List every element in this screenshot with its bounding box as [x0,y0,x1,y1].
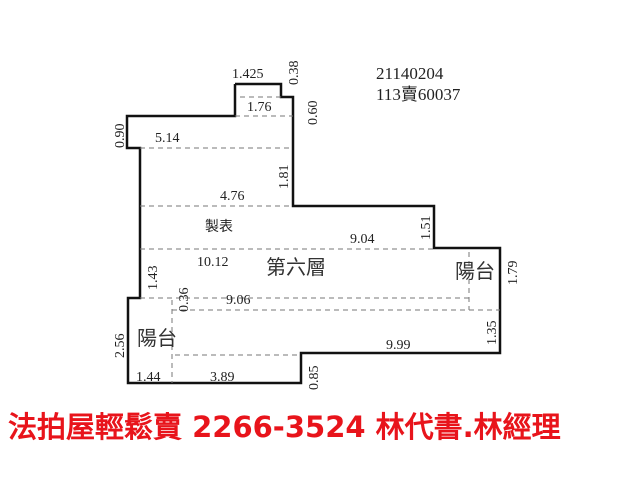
svg-text:10.12: 10.12 [197,255,229,270]
svg-text:1.51: 1.51 [419,216,434,241]
dimension-labels: 1.425 0.38 1.76 0.60 0.90 5.14 1.81 4.76… [113,61,521,391]
case-number: 113賣60037 [376,85,461,104]
svg-text:9.06: 9.06 [226,293,251,308]
balcony-label-right: 陽台 [455,259,495,283]
svg-text:1.425: 1.425 [232,67,264,82]
maker-label: 製表 [205,219,233,235]
building-outline [125,82,502,385]
svg-text:0.60: 0.60 [306,101,321,126]
svg-text:1.43: 1.43 [146,266,161,291]
svg-text:1.76: 1.76 [247,100,272,115]
document-code: 21140204 [376,64,444,83]
svg-text:4.76: 4.76 [220,189,245,204]
balcony-label-left: 陽台 [137,326,177,350]
svg-text:5.14: 5.14 [155,131,180,146]
svg-text:0.85: 0.85 [307,366,322,391]
svg-text:0.90: 0.90 [113,124,128,149]
watermark-text: 法拍屋輕鬆賣 2266-3524 林代書.林經理 [8,410,561,444]
svg-text:1.44: 1.44 [136,370,161,385]
floor-label: 第六層 [266,255,326,279]
svg-text:1.35: 1.35 [485,321,500,346]
svg-text:9.99: 9.99 [386,338,411,353]
svg-text:3.89: 3.89 [210,370,235,385]
svg-text:1.79: 1.79 [506,261,521,286]
svg-text:9.04: 9.04 [350,232,375,247]
svg-text:0.36: 0.36 [177,288,192,313]
svg-text:2.56: 2.56 [113,334,128,359]
svg-text:0.38: 0.38 [287,61,302,86]
svg-text:1.81: 1.81 [277,165,292,190]
dashed-partition-lines [140,96,500,383]
